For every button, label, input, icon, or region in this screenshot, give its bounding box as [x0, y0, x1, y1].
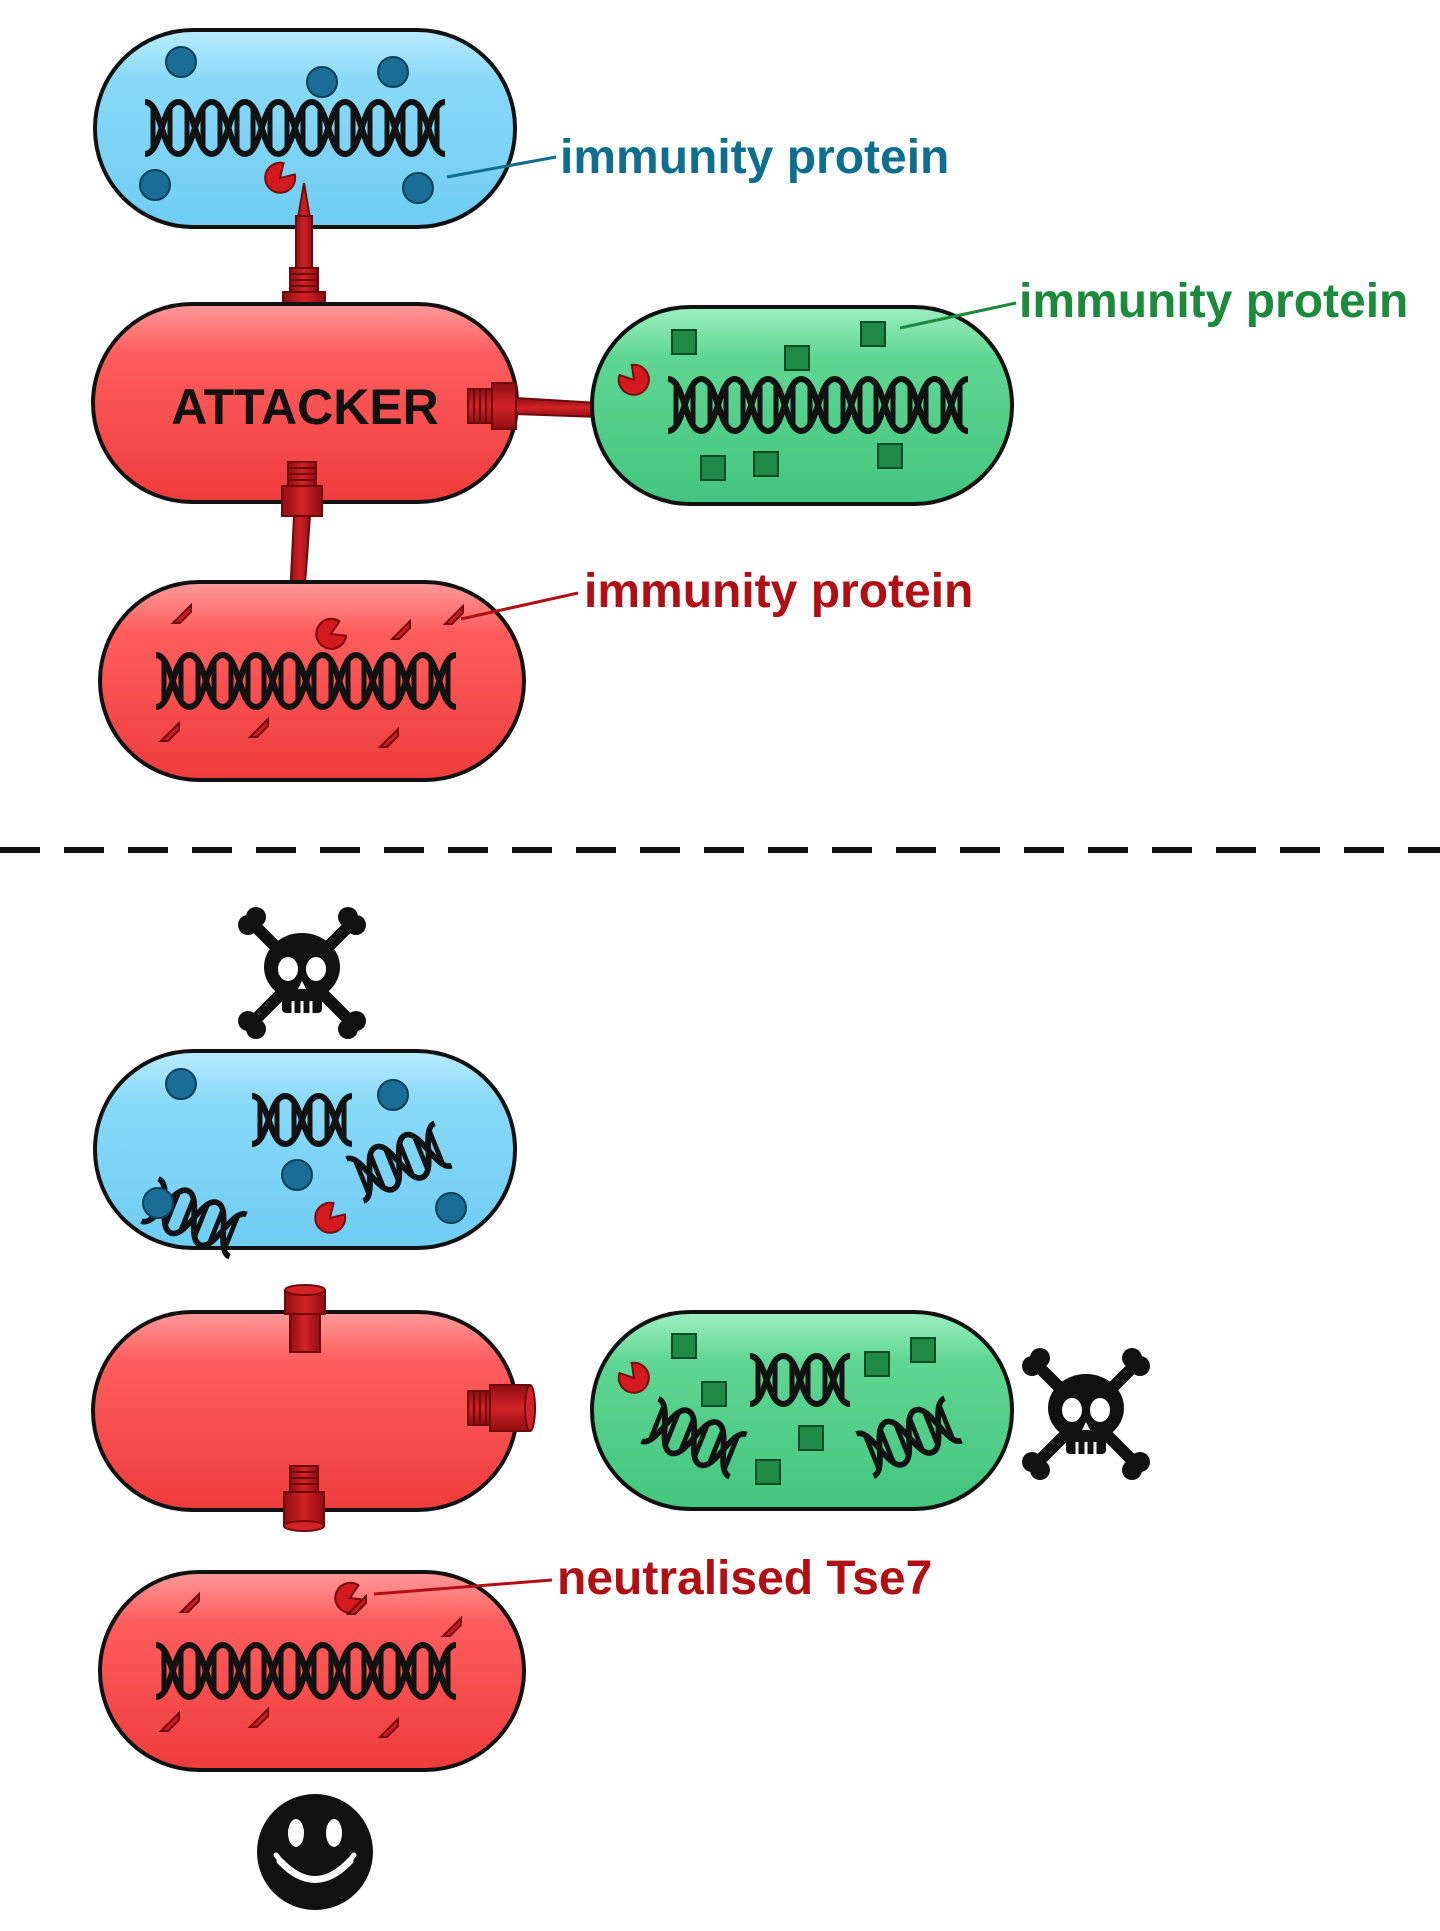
skull-crossbones-icon — [1022, 1348, 1150, 1480]
neutralised-leader-line — [373, 1578, 553, 1596]
blue-immunity-proteins — [142, 1068, 467, 1224]
blue-immunity-proteins — [139, 46, 434, 204]
blue-target-cell — [93, 28, 517, 229]
blue-leader-line — [446, 155, 557, 179]
smiley-face-icon — [257, 1794, 373, 1910]
skull-crossbones-icon — [238, 907, 366, 1039]
neutralised-label: neutralised Tse7 — [557, 1552, 932, 1605]
red-surviving-cell — [98, 1570, 526, 1772]
needle-hub-icon — [283, 1465, 325, 1532]
green-immunity-proteins — [671, 321, 903, 481]
red-immunity-label: immunity protein — [584, 565, 973, 618]
green-leader-line — [899, 301, 1017, 330]
blue-immunity-label: immunity protein — [560, 131, 949, 184]
red-leader-line — [460, 591, 579, 621]
attacker-label: ATTACKER — [171, 379, 439, 435]
blue-dead-cell — [93, 1049, 517, 1257]
green-immunity-proteins — [671, 1333, 936, 1485]
green-immunity-label: immunity protein — [1019, 275, 1408, 328]
secretion-needle-icon — [282, 182, 326, 315]
green-target-cell — [590, 305, 1014, 506]
green-dead-cell — [590, 1310, 1014, 1511]
needle-hub-icon — [467, 1384, 536, 1432]
attacker-cell: ATTACKER — [91, 302, 519, 504]
needle-hub-icon — [284, 1284, 326, 1353]
attacker-spent-cell — [91, 1284, 536, 1532]
red-sibling-cell — [98, 580, 526, 782]
